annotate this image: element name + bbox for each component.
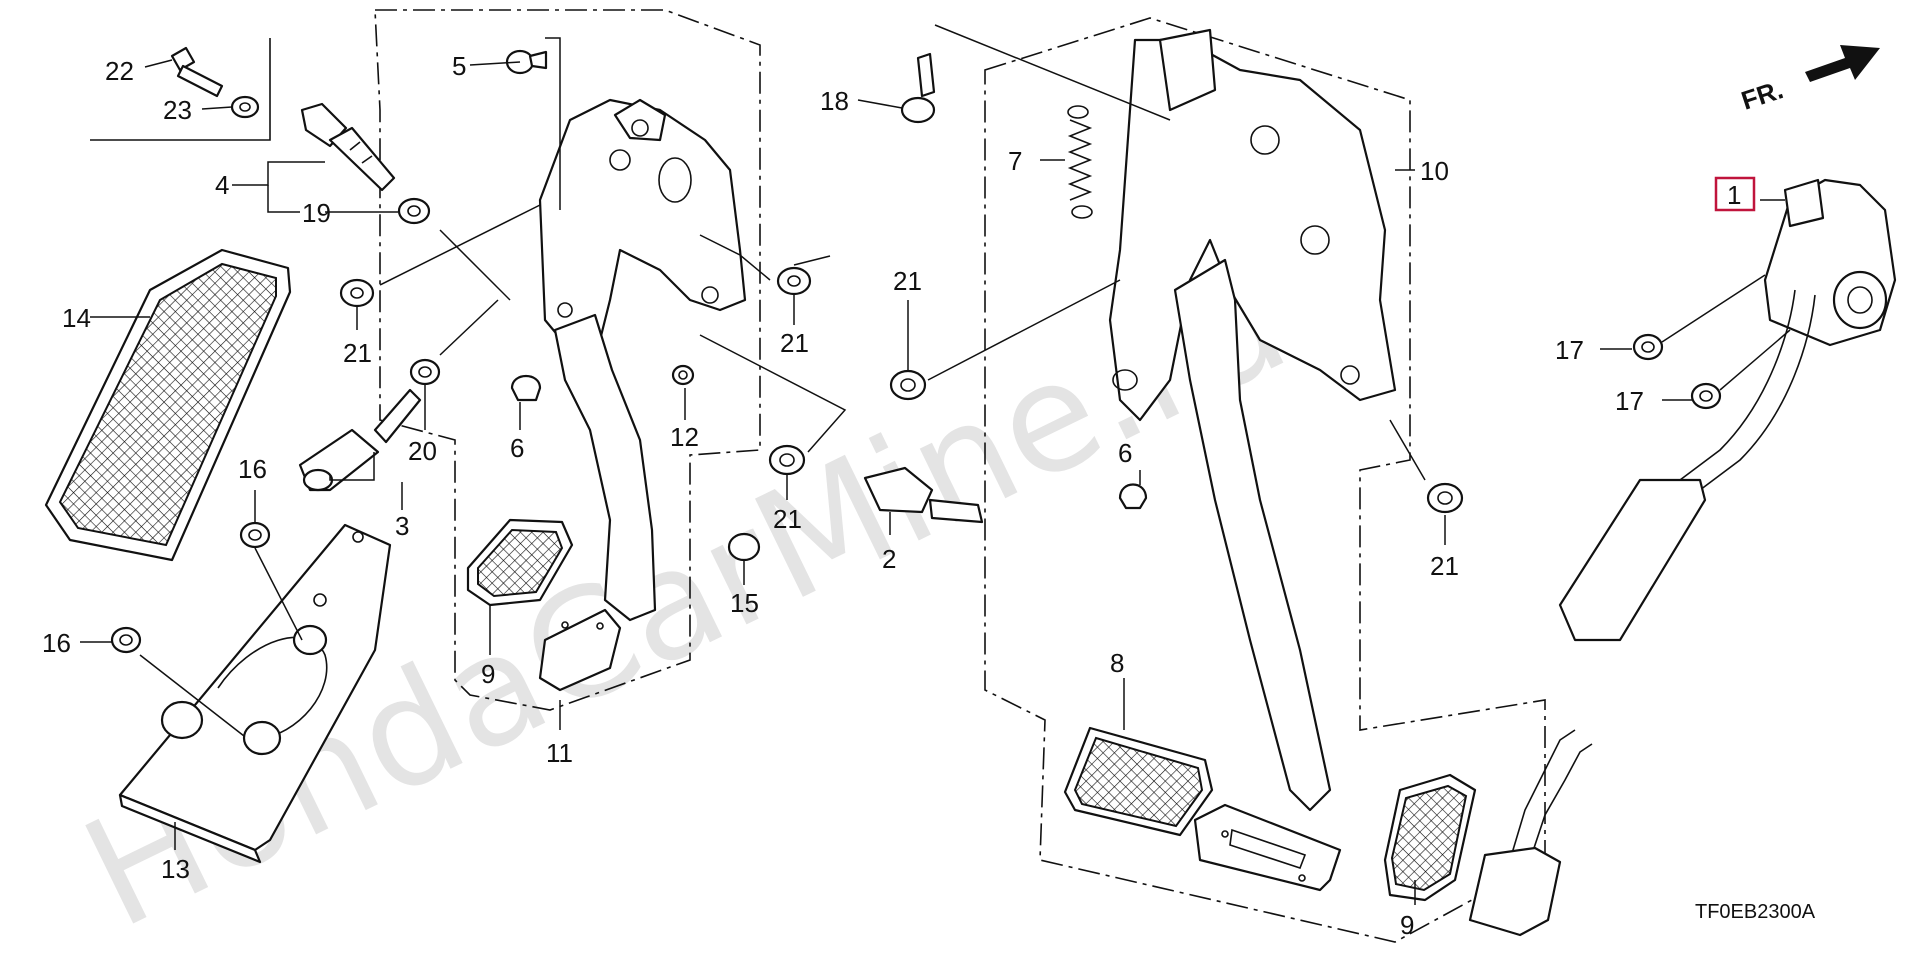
nut-21-left [339,278,375,308]
switch-2 [863,466,984,524]
nut-23 [230,95,260,119]
callout-6-left: 6 [510,433,524,463]
callout-9-inset: 9 [1400,910,1414,940]
callout-21-assembly-left: 21 [893,266,922,296]
pedal-pad-8 [1063,726,1214,837]
nut-21-assembly-left [889,369,927,401]
nut-21-center-lower [768,444,806,476]
nut-19 [397,197,431,225]
inset-pedal-pad-9 [1383,773,1477,902]
spring-7 [1067,105,1093,219]
callout-18: 18 [820,86,849,116]
clip-6-left [510,374,542,402]
clip-12 [671,364,695,386]
leader-lines [80,24,1791,905]
callout-13: 13 [161,854,190,884]
nut-17-lower [1690,382,1722,410]
callouts: 22 23 4 19 14 21 20 3 16 16 13 5 6 9 11 … [42,51,1756,940]
callout-21-center-lower: 21 [773,504,802,534]
callout-20: 20 [408,436,437,466]
pedal-bracket-11 [538,98,747,352]
bolt-16-top [239,521,271,549]
nut-21-center-upper [776,266,812,296]
group-10-outline [984,17,1546,943]
callout-16-top: 16 [238,454,267,484]
group-22-23-box [90,38,271,141]
callout-11: 11 [546,738,573,768]
callout-1-highlight [1714,176,1756,212]
callout-16-left: 16 [42,628,71,658]
callout-4: 4 [215,170,229,200]
brake-pedal-arm [538,313,657,692]
callout-22: 22 [105,56,134,86]
bolt-18 [900,52,936,124]
callout-3: 3 [395,511,409,541]
cap-15 [727,532,761,562]
callout-12: 12 [670,422,699,452]
bracket-13 [118,523,392,864]
pedal-pad-9-left [466,518,574,607]
callout-8: 8 [1110,648,1124,678]
clutch-pedal-arm [1173,258,1342,892]
callout-10: 10 [1420,156,1449,186]
pedal-pad-14 [44,248,292,562]
callout-21-center-upper: 21 [780,328,809,358]
callout-5: 5 [452,51,466,81]
callout-14: 14 [62,303,91,333]
callout-19: 19 [302,198,331,228]
callout-17-upper: 17 [1555,335,1584,365]
bolt-16-left [110,626,142,654]
accelerator-pedal-1 [1558,178,1897,642]
bolt-22 [170,46,224,98]
switch-4 [300,102,396,192]
callout-7: 7 [1008,146,1022,176]
diagram-code: TF0EB2300A [1695,901,1816,923]
nut-20 [409,358,441,386]
switch-3 [298,388,422,492]
callout-21-assembly-right: 21 [1430,551,1459,581]
callout-1[interactable]: 1 [1727,180,1741,210]
callout-21-left: 21 [343,338,372,368]
group-11-outline [374,9,761,711]
callout-23: 23 [163,95,192,125]
pedal-bracket-10 [1108,28,1397,422]
callout-17-lower: 17 [1615,386,1644,416]
callout-9-left: 9 [481,659,495,689]
nut-21-assembly-right [1426,482,1464,514]
callout-15: 15 [730,588,759,618]
direction-label: FR. [1738,74,1787,115]
front-direction-arrow-icon [1805,45,1880,82]
clip-6-center [1118,483,1148,510]
nut-17-upper [1632,333,1664,361]
callout-6-center: 6 [1118,438,1132,468]
callout-2: 2 [882,544,896,574]
inset-pedal-arm [1468,729,1593,937]
